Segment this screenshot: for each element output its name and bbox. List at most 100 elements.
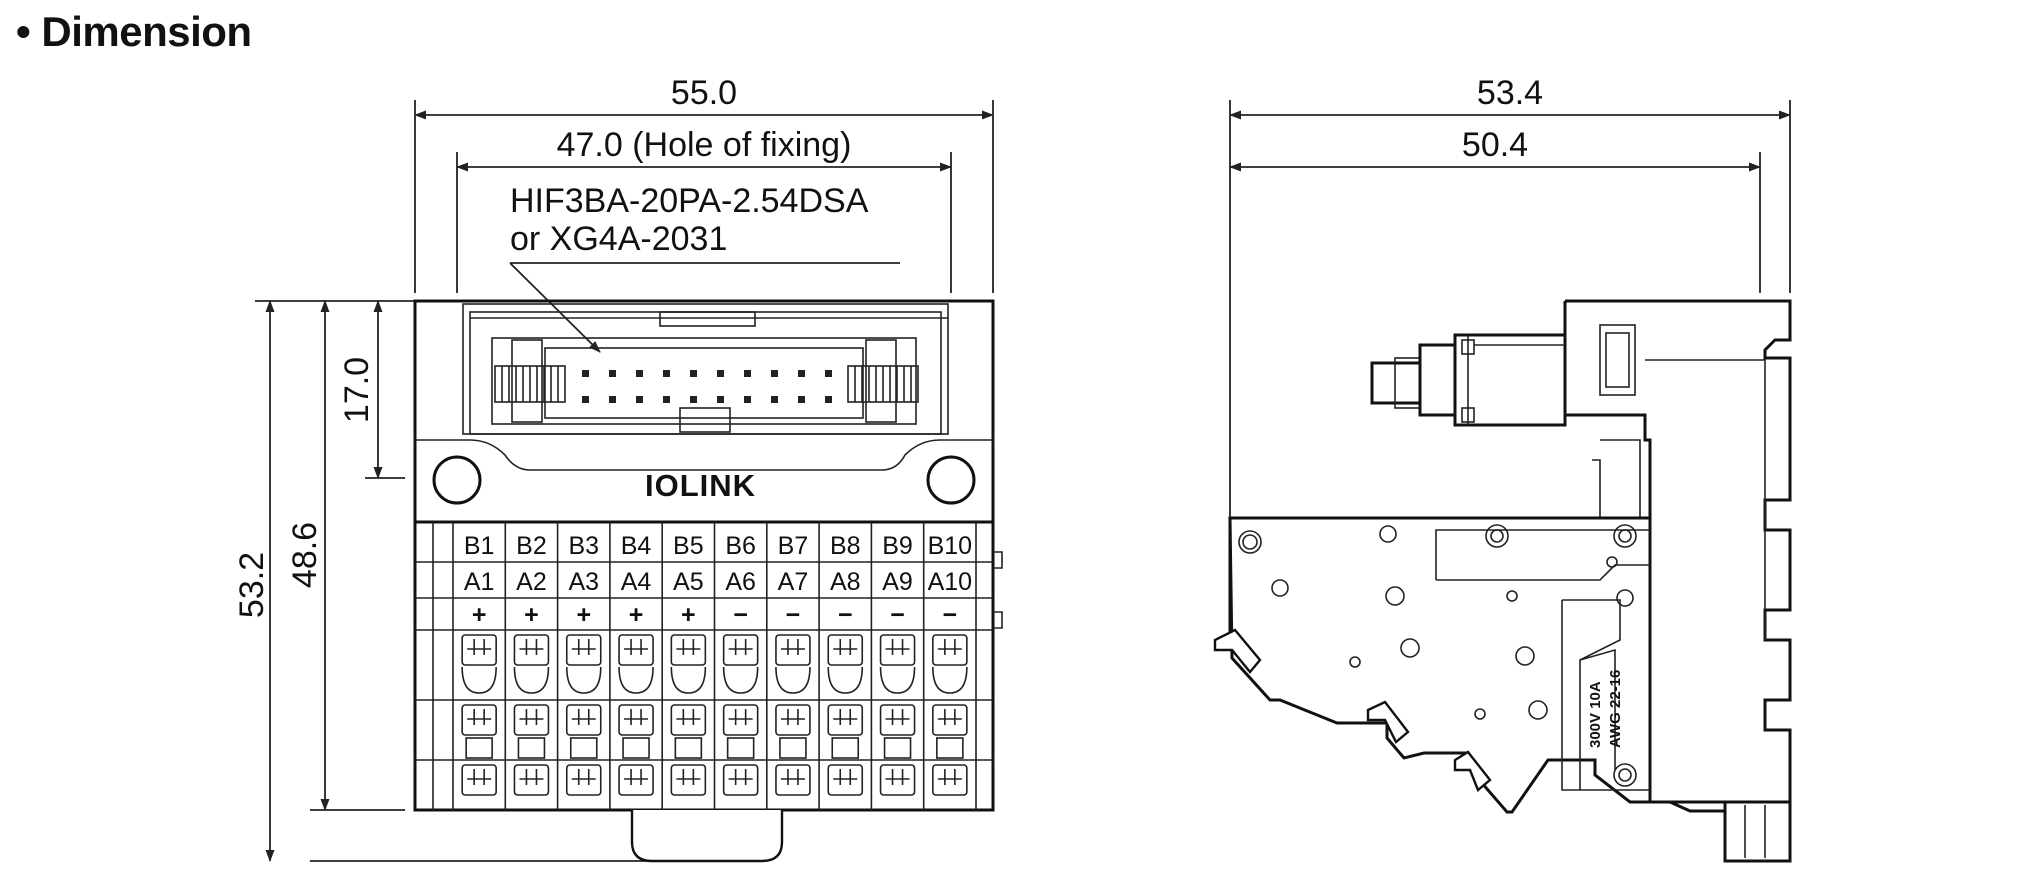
side-view-body [1213,299,1792,863]
connector-pin [663,396,670,403]
connector-pin [690,370,697,377]
terminal-label-a: A4 [621,568,652,596]
terminal-clamp [513,634,550,694]
terminal-label-a: A8 [830,568,861,596]
terminal-clamp [932,764,968,796]
terminal-clamp [670,634,707,694]
connector-leader-line [509,262,601,353]
connector-pin [717,370,724,377]
connector-pin [744,396,751,403]
mounting-hole-right [926,455,976,505]
depth-dimension-label: 53.4 [1477,74,1543,112]
terminal-label-b: B10 [928,532,972,560]
connector-height-dimension-label: 17.0 [338,357,376,423]
connector-pin [798,396,805,403]
rating-wire-gauge: AWG 22-16 [1607,670,1624,748]
terminal-clamp [879,764,916,796]
terminal-polarity: + [576,601,591,629]
terminal-clamp [670,704,707,759]
terminal-label-a: A6 [725,568,756,596]
rating-voltage-current: 300V 10A [1587,681,1604,748]
connector-pin [636,396,643,403]
inner-depth-dimension-label: 50.4 [1462,126,1528,164]
terminal-clamp [618,764,654,796]
connector-pin [717,396,724,403]
connector-alt-part-number: or XG4A-2031 [510,220,727,258]
hole-dimension-label: 47.0 (Hole of fixing) [557,126,852,164]
terminal-label-b: B6 [725,532,756,560]
terminal-clamp [775,764,811,796]
front-dimension-lines [255,100,994,862]
connector-pin [690,396,697,403]
page-title: • Dimension [16,8,252,55]
terminal-label-b: B1 [464,532,495,560]
height-dimension-label: 53.2 [233,552,271,618]
terminal-clamp [827,764,864,796]
terminal-clamp [565,634,602,694]
width-dimension-label: 55.0 [671,74,737,112]
connector-pin [582,370,589,377]
terminal-polarity: + [524,601,539,629]
terminal-clamp [775,634,811,694]
terminal-label-b: B7 [778,532,809,560]
terminal-label-a: A10 [928,568,972,596]
terminal-clamp [513,704,550,759]
front-view-body [413,299,995,863]
terminal-block [415,522,1003,810]
terminal-label-a: A9 [882,568,913,596]
connector-latch-right [847,339,919,423]
iolink-logo: IOLINK [645,468,756,503]
terminal-clamp [618,634,654,694]
connector-pin [798,370,805,377]
connector-pin [609,396,616,403]
terminal-clamp [565,704,602,759]
terminal-label-b: B9 [882,532,913,560]
connector-pin [771,396,778,403]
terminal-clamp [461,764,497,796]
terminal-clamp [775,704,811,759]
terminal-label-b: B2 [516,532,547,560]
terminal-clamp [513,764,550,796]
terminal-polarity: + [472,601,487,629]
connector-pin [744,370,751,377]
connector-pin [636,370,643,377]
terminal-polarity: − [838,601,853,629]
terminal-clamp [565,764,602,796]
terminal-clamp [932,704,968,759]
connector-latch-left [494,339,566,423]
terminal-polarity: − [733,601,748,629]
connector-pin [609,370,616,377]
terminal-label-a: A1 [464,568,495,596]
terminal-label-a: A7 [778,568,809,596]
terminal-label-b: B5 [673,532,704,560]
terminal-clamp [827,634,864,694]
connector-pin [825,370,832,377]
terminal-label-a: A5 [673,568,704,596]
connector-pin [663,370,670,377]
terminal-clamp [461,634,497,694]
svg-text:IOLINK: IOLINK [645,468,756,503]
terminal-polarity: − [890,601,905,629]
terminal-label-b: B8 [830,532,861,560]
terminal-polarity: − [943,601,958,629]
connector-pin [582,396,589,403]
side-dimension-lines [1229,100,1791,518]
terminal-polarity: − [786,601,801,629]
terminal-clamp [722,704,759,759]
terminal-label-a: A2 [516,568,547,596]
terminal-clamp [932,634,968,694]
terminal-label-b: B4 [621,532,652,560]
terminal-clamp [670,764,707,796]
body-height-dimension-label: 48.6 [286,522,324,588]
terminal-polarity: + [681,601,696,629]
connector-pins [582,370,832,403]
terminal-clamp [827,704,864,759]
terminal-clamp [879,704,916,759]
terminal-label-a: A3 [568,568,599,596]
terminal-polarity: + [629,601,644,629]
connector-pin [825,396,832,403]
terminal-clamp [722,634,759,694]
terminal-label-b: B3 [568,532,599,560]
terminal-clamp [722,764,759,796]
